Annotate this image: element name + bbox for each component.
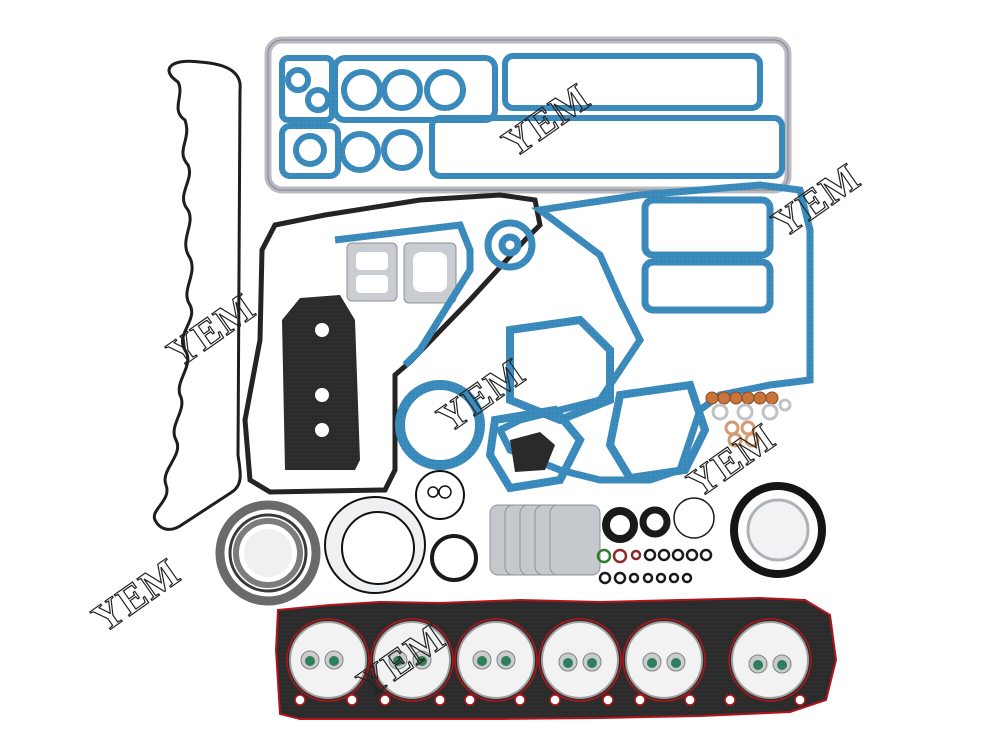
black-cover-plate bbox=[510, 432, 555, 472]
upper-blue-gaskets bbox=[279, 53, 785, 179]
front-crank-seal bbox=[730, 482, 826, 578]
o-ring-pair bbox=[415, 470, 465, 520]
rear-crank-seal bbox=[215, 500, 321, 606]
timing-cover-gasket bbox=[242, 192, 543, 495]
black-o-ring bbox=[430, 534, 478, 582]
valve-stem-seals bbox=[300, 650, 792, 674]
cylinder-head-gasket bbox=[274, 596, 838, 720]
exhaust-manifold-gaskets bbox=[489, 504, 601, 576]
oil-seals bbox=[602, 497, 715, 543]
turbo-gaskets bbox=[346, 242, 457, 304]
aluminum-washers bbox=[711, 398, 792, 421]
valve-cover-gasket bbox=[152, 59, 242, 531]
oil-pan-gasket bbox=[264, 36, 792, 194]
large-seal-ring bbox=[324, 496, 426, 594]
small-o-rings bbox=[596, 548, 713, 585]
small-copper-washers bbox=[724, 420, 760, 448]
copper-washers bbox=[705, 391, 779, 405]
blue-plate-gaskets bbox=[485, 315, 710, 493]
blue-timing-strip bbox=[334, 219, 536, 368]
blue-ring-gasket bbox=[395, 380, 485, 470]
oil-cooler-gasket bbox=[282, 295, 360, 470]
